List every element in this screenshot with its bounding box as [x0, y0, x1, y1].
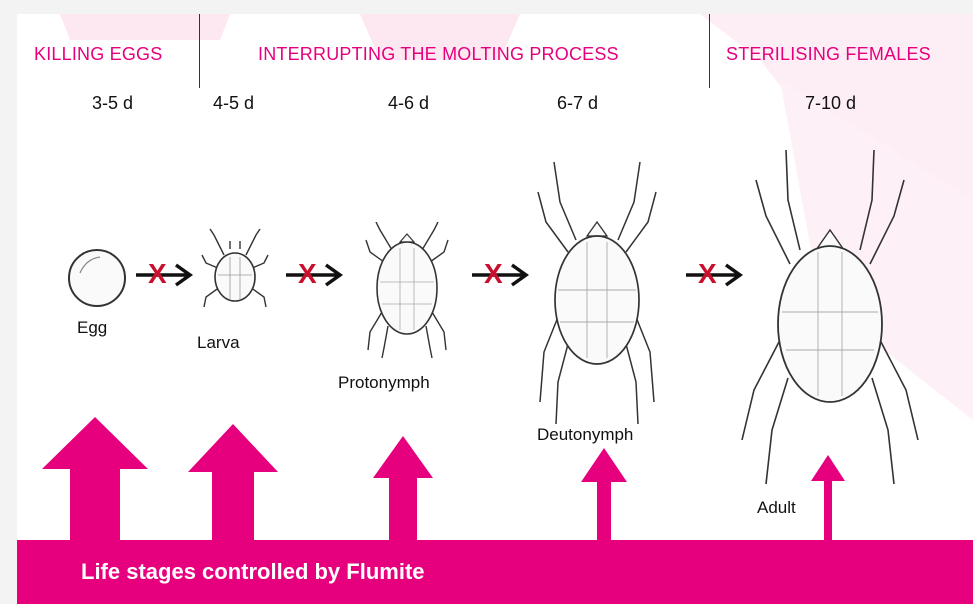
- duration-deutonymph: 6-7 d: [557, 93, 598, 114]
- stage-label-egg: Egg: [77, 318, 107, 338]
- footer-banner: Life stages controlled by Flumite: [17, 540, 973, 604]
- header-divider: [199, 14, 200, 88]
- duration-larva: 4-5 d: [213, 93, 254, 114]
- footer-text: Life stages controlled by Flumite: [81, 559, 425, 585]
- transition-egg-larva: X: [134, 260, 196, 290]
- up-arrow-icon: [580, 448, 628, 541]
- transition-protonymph-deutonymph: X: [470, 260, 532, 290]
- blocked-x-marker: X: [148, 258, 167, 290]
- duration-protonymph: 4-6 d: [388, 93, 429, 114]
- adult-illustration: [730, 140, 930, 500]
- stage-label-deutonymph: Deutonymph: [537, 425, 633, 445]
- stage-label-protonymph: Protonymph: [338, 373, 430, 393]
- header-sterilising-females: STERILISING FEMALES: [726, 44, 931, 65]
- stage-label-adult: Adult: [757, 498, 796, 518]
- duration-adult: 7-10 d: [805, 93, 856, 114]
- protonymph-illustration: [362, 222, 452, 362]
- transition-deutonymph-adult: X: [684, 260, 746, 290]
- transition-larva-protonymph: X: [284, 260, 346, 290]
- blocked-x-marker: X: [298, 258, 317, 290]
- larva-illustration: [200, 225, 270, 325]
- up-arrow-icon: [40, 417, 150, 541]
- header-interrupting-molting: INTERRUPTING THE MOLTING PROCESS: [258, 44, 619, 65]
- stage-label-larva: Larva: [197, 333, 240, 353]
- blocked-x-marker: X: [484, 258, 503, 290]
- header-killing-eggs: KILLING EGGS: [34, 44, 162, 65]
- up-arrow-icon: [372, 436, 434, 541]
- deutonymph-illustration: [532, 152, 662, 430]
- up-arrow-icon: [187, 424, 279, 541]
- egg-illustration: [66, 247, 128, 309]
- blocked-x-marker: X: [698, 258, 717, 290]
- duration-egg: 3-5 d: [92, 93, 133, 114]
- header-divider: [709, 14, 710, 88]
- up-arrow-icon: [810, 455, 846, 541]
